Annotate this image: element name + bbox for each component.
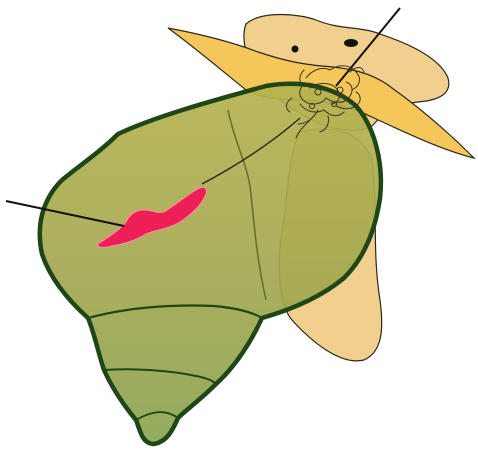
eye-icon [344,39,358,47]
shell-body [40,84,381,444]
eye-icon [292,46,299,53]
